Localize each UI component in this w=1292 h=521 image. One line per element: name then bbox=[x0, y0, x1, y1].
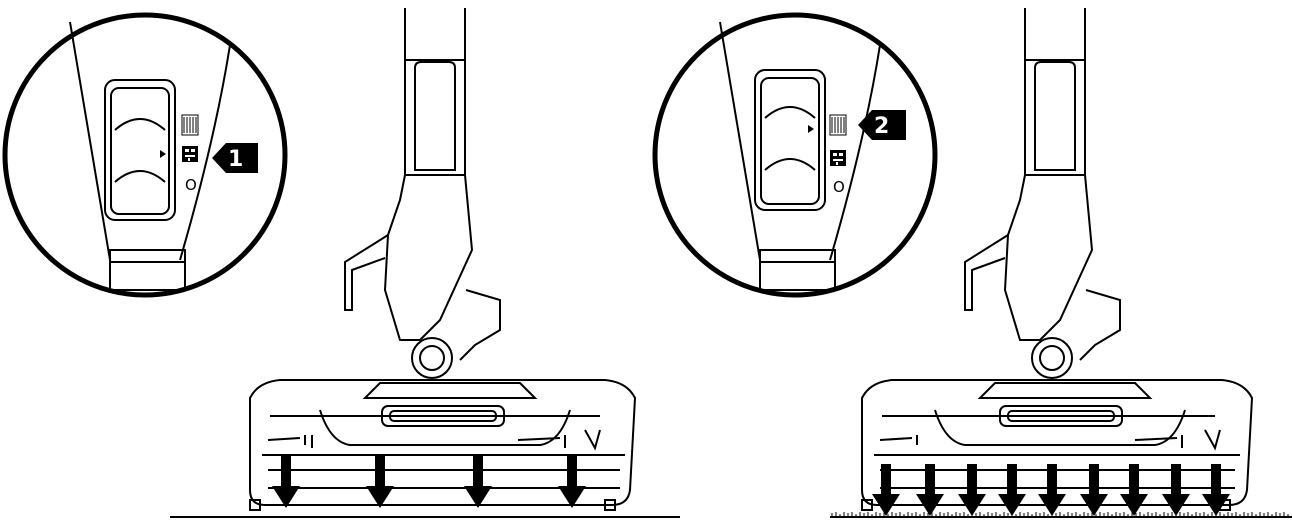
step-callout: 2 bbox=[858, 110, 906, 140]
detail-inset: O 2 bbox=[652, 12, 938, 298]
airflow-arrow bbox=[272, 456, 300, 508]
panel-hard-floor-setting: O 2 bbox=[652, 8, 1292, 518]
airflow-arrow bbox=[1038, 464, 1066, 516]
mode-slider bbox=[104, 79, 176, 221]
detail-inset: O 1 bbox=[2, 12, 288, 298]
airflow-arrow bbox=[1120, 464, 1148, 516]
airflow-arrow bbox=[366, 456, 394, 508]
carpet-icon bbox=[830, 150, 846, 166]
airflow-arrow bbox=[558, 456, 586, 508]
airflow-arrow bbox=[916, 464, 944, 516]
step-number: 2 bbox=[874, 114, 889, 139]
airflow-arrow bbox=[464, 456, 492, 508]
hard-floor-icon bbox=[181, 114, 199, 136]
airflow-arrow bbox=[1080, 464, 1108, 516]
airflow-arrow bbox=[1162, 464, 1190, 516]
vacuum-unit bbox=[249, 8, 637, 511]
mode-slider bbox=[754, 69, 826, 211]
off-mark: O bbox=[833, 178, 845, 196]
carpet-icon bbox=[182, 146, 198, 162]
carpet-surface bbox=[830, 512, 1292, 518]
step-callout: 1 bbox=[212, 143, 258, 173]
panel-carpet-setting: O 1 bbox=[2, 8, 680, 518]
hard-floor-icon bbox=[829, 114, 847, 136]
vacuum-unit bbox=[861, 8, 1254, 511]
step-number: 1 bbox=[228, 147, 243, 172]
airflow-arrow bbox=[998, 464, 1026, 516]
airflow-arrow bbox=[958, 464, 986, 516]
airflow-arrow bbox=[1202, 464, 1230, 516]
off-mark: O bbox=[185, 176, 197, 194]
airflow-arrow bbox=[872, 464, 900, 516]
